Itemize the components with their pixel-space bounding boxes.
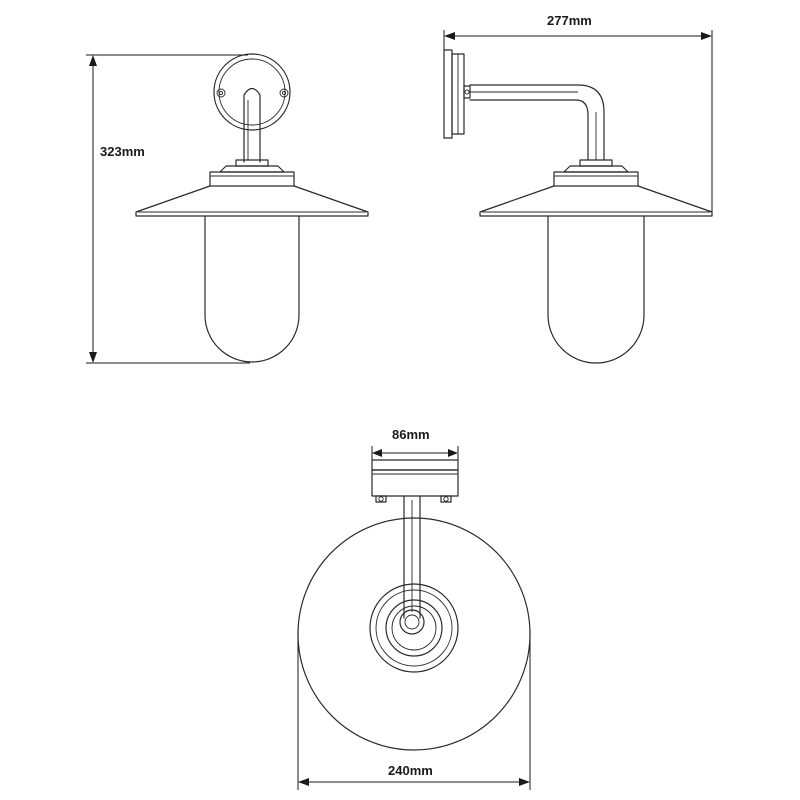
side-view: [443, 49, 713, 364]
projection-label: 277mm: [547, 13, 592, 28]
shade-diameter-label: 240mm: [388, 763, 433, 778]
height-label: 323mm: [100, 144, 145, 159]
projection-dimension: 277mm: [443, 13, 713, 214]
front-view: [135, 53, 369, 363]
shade-diameter-dimension: 240mm: [297, 630, 531, 790]
backplate-dimension: 86mm: [371, 427, 459, 460]
backplate-label: 86mm: [392, 427, 430, 442]
height-dimension: 323mm: [86, 54, 250, 364]
top-view: [297, 459, 531, 751]
